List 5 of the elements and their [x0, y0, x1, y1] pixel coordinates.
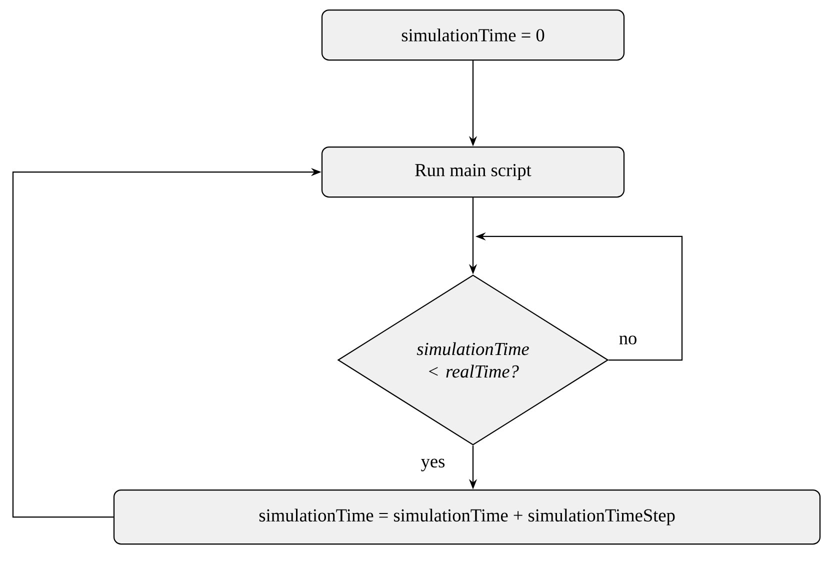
process-box: simulationTime = 0	[321, 9, 625, 61]
process-box: Run main script	[321, 146, 625, 198]
edge-label: yes	[419, 457, 447, 473]
edge-label: no	[617, 334, 639, 346]
process-box: simulationTime = simulationTime + simulationTimeStep	[113, 489, 821, 545]
